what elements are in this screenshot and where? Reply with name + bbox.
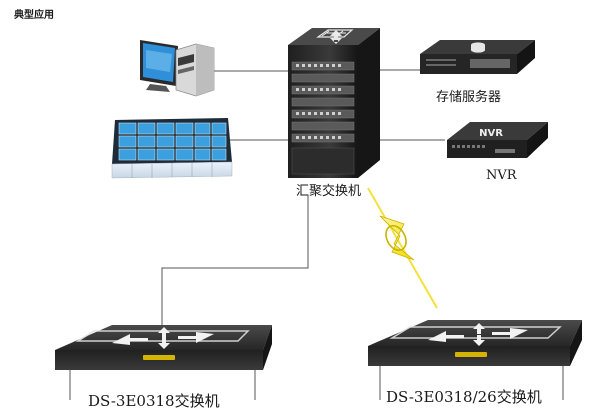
core-switch-label: 汇聚交换机: [296, 184, 362, 199]
fiber-link-icon: [379, 215, 415, 261]
nvr-device-icon: NVR: [447, 122, 548, 158]
port-modules: [291, 61, 355, 143]
right-access-switch-icon: [368, 320, 582, 400]
left-access-switch-label: DS-3E0318交换机: [88, 392, 220, 410]
routing-arrows-icon: [330, 30, 342, 44]
video-wall-icon: [111, 118, 233, 179]
link-core-left-switch: [161, 195, 309, 325]
left-access-switch-icon: [55, 325, 272, 400]
diagram-heading: 典型应用: [14, 10, 54, 21]
pc-workstation-icon: [140, 40, 215, 97]
core-switch-chassis-icon: [288, 28, 380, 178]
right-access-switch-label: DS-3E0318/26交换机: [386, 388, 542, 406]
connection-lines: [161, 69, 445, 325]
storage-server-label: 存储服务器: [436, 90, 502, 105]
nvr-device-text: NVR: [479, 128, 503, 139]
switch-arrows-icon: [428, 323, 528, 346]
fiber-link-core-right-switch: [367, 187, 438, 309]
network-diagram: NVR: [55, 28, 582, 400]
switch-arrows-icon: [112, 327, 214, 349]
storage-server-icon: [420, 40, 535, 74]
database-icon: [471, 42, 485, 53]
nvr-label: NVR: [486, 168, 517, 183]
